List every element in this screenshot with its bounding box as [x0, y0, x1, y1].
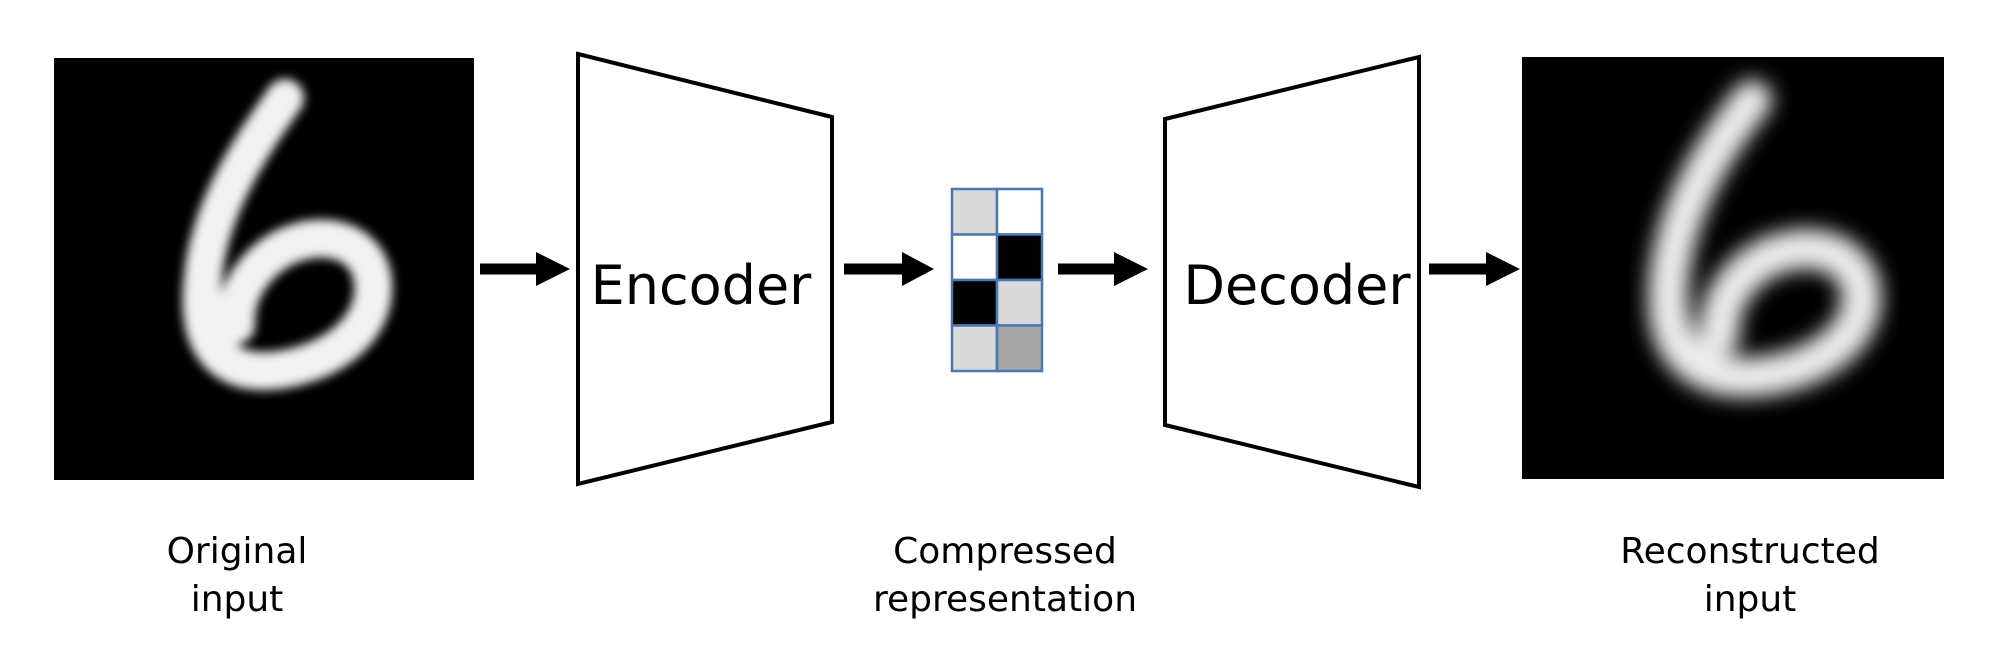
encoder-label: Encoder [591, 254, 813, 317]
caption-compressed-representation: Compressed representation [855, 528, 1155, 624]
encoder-trapezoid [576, 51, 834, 487]
original-input-image [54, 58, 474, 480]
encoder-block: Encoder [576, 51, 834, 487]
decoder-trapezoid [1163, 54, 1421, 490]
decoder-block: Decoder [1163, 54, 1421, 490]
arrow-input-to-encoder [480, 252, 570, 286]
caption-original-line1: Original [166, 531, 308, 572]
latent-cell-r2-c1 [995, 278, 1044, 327]
caption-original-input: Original input [137, 528, 337, 624]
caption-original-line2: input [190, 579, 284, 620]
caption-compressed-line1: Compressed [893, 531, 1117, 572]
arrow-latent-to-decoder [1058, 252, 1148, 286]
caption-reconstructed-input: Reconstructed input [1590, 528, 1910, 624]
reconstructed-input-image [1522, 57, 1944, 479]
digit-six-original [182, 79, 393, 390]
caption-compressed-line2: representation [872, 579, 1138, 620]
compressed-representation-grid [950, 187, 1044, 373]
caption-reconstructed-line2: input [1703, 579, 1797, 620]
arrow-decoder-to-output [1429, 252, 1520, 286]
latent-cell-r1-c1 [995, 233, 1044, 282]
latent-cell-r3-c1 [995, 324, 1044, 373]
decoder-label: Decoder [1183, 254, 1411, 317]
latent-cell-r0-c1 [995, 187, 1044, 236]
latent-cell-r1-c0 [950, 233, 999, 282]
digit-six-reconstructed [1648, 80, 1882, 398]
latent-cell-r0-c0 [950, 187, 999, 236]
arrow-encoder-to-latent [844, 252, 934, 286]
latent-cell-r2-c0 [950, 278, 999, 327]
caption-reconstructed-line1: Reconstructed [1620, 531, 1880, 572]
latent-cell-r3-c0 [950, 324, 999, 373]
